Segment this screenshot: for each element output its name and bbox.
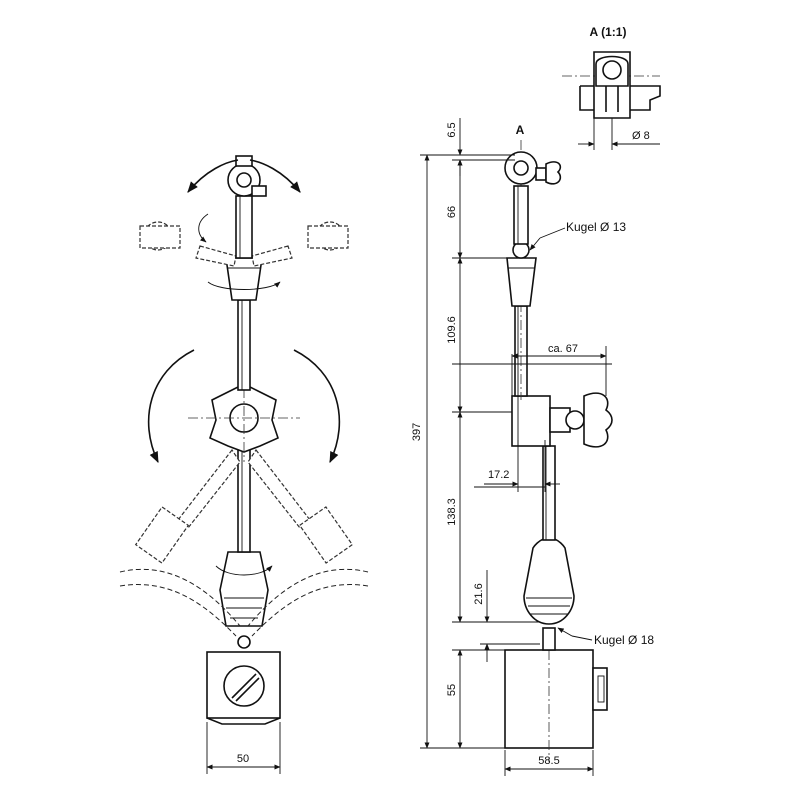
ghost-links-front (134, 448, 354, 564)
detail-a-title: A (1:1) (590, 25, 627, 39)
dim-58-5: 58.5 (504, 750, 594, 776)
center-knob-front (188, 370, 300, 462)
dim-21-6: 21.6 (473, 570, 490, 662)
dim-58-5-label: 58.5 (538, 755, 559, 767)
upper-cone-side (506, 241, 537, 307)
dim-6-5-label: 6.5 (446, 122, 458, 137)
magnetic-base-side (504, 632, 608, 762)
dim-50: 50 (206, 722, 281, 774)
dim-dia-8: Ø 8 (578, 118, 660, 150)
dim-109-6-label: 109.6 (446, 316, 458, 344)
clamp-body-side (511, 392, 613, 448)
dim-dia-8-label: Ø 8 (632, 130, 650, 142)
dim-ca-67-label: ca. 67 (548, 343, 578, 355)
dim-55: 55 (446, 649, 463, 749)
dim-ca-67: ca. 67 (511, 343, 607, 412)
lower-joint-front (119, 551, 369, 637)
label-ball-top: Kugel Ø 13 (529, 220, 626, 251)
side-view: A Kugel Ø 13 Kugel Ø 18 397 (411, 118, 654, 776)
label-ball-top-text: Kugel Ø 13 (566, 220, 626, 234)
ghost-clamps-front (139, 213, 349, 267)
dim-17-2: 17.2 (484, 440, 560, 492)
swing-arrows-front (147, 349, 341, 464)
dim-55-label: 55 (446, 684, 458, 696)
upper-rod-front (237, 299, 251, 391)
dim-66: 66 (446, 159, 463, 259)
dim-109-6: 109.6 (446, 257, 463, 413)
dim-397: 397 (411, 154, 430, 749)
top-clamp-front (187, 155, 301, 259)
dim-138-3-label: 138.3 (446, 498, 458, 526)
callout-a: A (516, 123, 525, 137)
label-ball-bottom-text: Kugel Ø 18 (594, 633, 654, 647)
dim-50-label: 50 (237, 753, 249, 765)
dim-21-6-label: 21.6 (473, 583, 485, 604)
front-view: 50 (119, 155, 369, 774)
dim-66-label: 66 (446, 206, 458, 218)
dim-6-5: 6.5 (446, 118, 463, 176)
magnetic-base-front (206, 635, 281, 725)
detail-a: A (1:1) Ø 8 (562, 25, 661, 150)
upper-cone-front (207, 257, 281, 301)
top-clamp-side (504, 151, 562, 245)
dim-17-2-label: 17.2 (488, 469, 509, 481)
dim-138-3: 138.3 (446, 411, 463, 623)
lower-rod-side (542, 445, 556, 541)
label-ball-bottom: Kugel Ø 18 (557, 627, 654, 647)
dim-397-label: 397 (411, 423, 423, 441)
